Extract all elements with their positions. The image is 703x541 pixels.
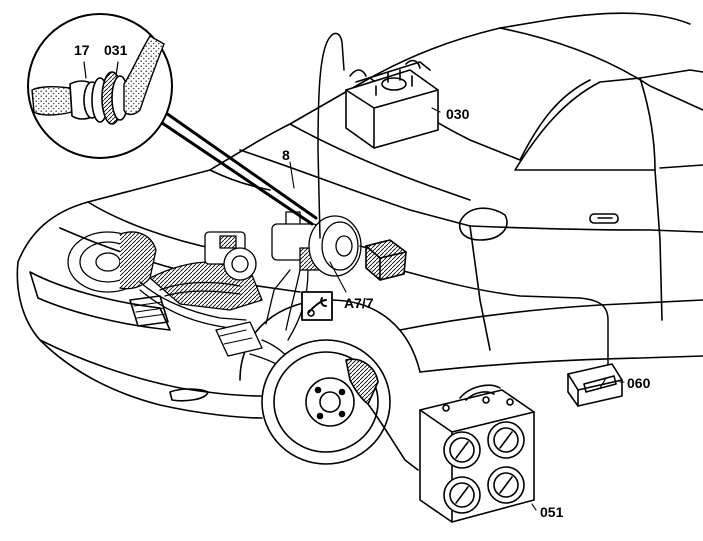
detail-magnifier — [27, 13, 173, 159]
leader-lines — [289, 107, 625, 511]
label-060: 060 — [627, 375, 651, 391]
engine-assembly — [67, 211, 362, 377]
front-left-brake-disc — [67, 231, 157, 293]
label-030: 030 — [446, 106, 470, 122]
label-031: 031 — [104, 42, 128, 58]
front-right-brake-disc — [261, 339, 419, 471]
battery — [345, 59, 439, 149]
label-051: 051 — [540, 504, 564, 520]
control-unit-a7-7 — [365, 239, 407, 281]
label-17: 17 — [74, 42, 90, 58]
label-a7-7: A7/7 — [344, 295, 374, 311]
wrench-in-box-icon — [301, 291, 333, 321]
pressure-gauge-060 — [567, 363, 623, 407]
brake-tester-051 — [419, 384, 535, 523]
label-8: 8 — [282, 147, 290, 163]
